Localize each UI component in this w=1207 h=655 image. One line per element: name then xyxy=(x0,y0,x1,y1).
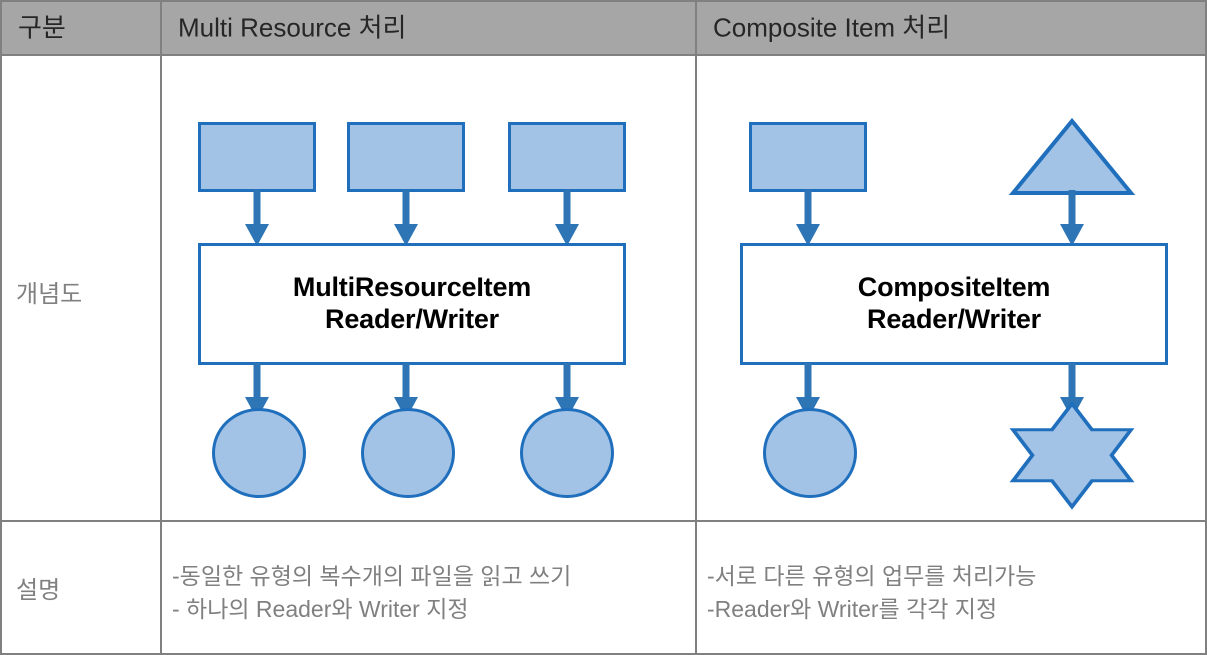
description-line: -서로 다른 유형의 업무를 처리가능 xyxy=(707,563,1037,589)
header-label-multi-resource: Multi Resource 처리 xyxy=(178,12,407,43)
composite-item-input-triangle xyxy=(1008,117,1136,195)
composite-item-processor-label: CompositeItem Reader/Writer xyxy=(857,272,1051,336)
composite-item-processor-box: CompositeItem Reader/Writer xyxy=(740,243,1168,365)
composite-item-output-circle xyxy=(763,408,857,498)
multi-resource-input-arrow-2 xyxy=(394,190,418,246)
composite-item-output-six-point-star-icon xyxy=(1009,400,1135,510)
description-text-composite-item: -서로 다른 유형의 업무를 처리가능 -Reader와 Writer를 각각 … xyxy=(707,560,1036,627)
description-cell-multi-resource: -동일한 유형의 복수개의 파일을 읽고 쓰기 - 하나의 Reader와 Wr… xyxy=(160,520,697,655)
multi-resource-input-arrow-3 xyxy=(555,190,579,246)
multi-resource-output-circle-1 xyxy=(212,408,306,498)
multi-resource-processor-box: MultiResourceItem Reader/Writer xyxy=(198,243,626,365)
multi-resource-input-rectangle-2 xyxy=(347,122,465,192)
description-text-multi-resource: -동일한 유형의 복수개의 파일을 읽고 쓰기 - 하나의 Reader와 Wr… xyxy=(172,560,571,627)
composite-item-input-arrow-2 xyxy=(1060,190,1084,246)
processor-label-line1: CompositeItem xyxy=(857,272,1051,303)
row-label-cell-concept: 개념도 xyxy=(0,54,162,522)
multi-resource-output-circle-3 xyxy=(520,408,614,498)
processor-label-line2: Reader/Writer xyxy=(867,304,1041,334)
multi-resource-input-arrow-1 xyxy=(245,190,269,246)
description-line: -Reader와 Writer를 각각 지정 xyxy=(707,596,998,623)
header-label-category: 구분 xyxy=(18,12,66,43)
row-label-description: 설명 xyxy=(16,577,61,604)
star-polygon xyxy=(1009,400,1135,510)
description-line: - 하나의 Reader와 Writer 지정 xyxy=(172,596,469,623)
multi-resource-processor-label: MultiResourceItem Reader/Writer xyxy=(293,272,531,336)
multi-resource-output-circle-2 xyxy=(361,408,455,498)
multi-resource-input-rectangle-3 xyxy=(508,122,626,192)
header-label-composite-item: Composite Item 처리 xyxy=(713,12,951,43)
processor-label-line1: MultiResourceItem xyxy=(292,272,532,303)
row-label-cell-description: 설명 xyxy=(0,520,162,655)
header-cell-multi-resource: Multi Resource 처리 xyxy=(160,0,697,56)
composite-item-input-rectangle xyxy=(749,122,867,192)
multi-resource-input-rectangle-1 xyxy=(198,122,316,192)
processor-label-line2: Reader/Writer xyxy=(325,304,499,334)
description-line: -동일한 유형의 복수개의 파일을 읽고 쓰기 xyxy=(172,563,572,589)
header-cell-category: 구분 xyxy=(0,0,162,56)
header-cell-composite-item: Composite Item 처리 xyxy=(695,0,1207,56)
description-cell-composite-item: -서로 다른 유형의 업무를 처리가능 -Reader와 Writer를 각각 … xyxy=(695,520,1207,655)
composite-item-input-arrow-1 xyxy=(796,190,820,246)
row-label-concept: 개념도 xyxy=(16,281,83,308)
